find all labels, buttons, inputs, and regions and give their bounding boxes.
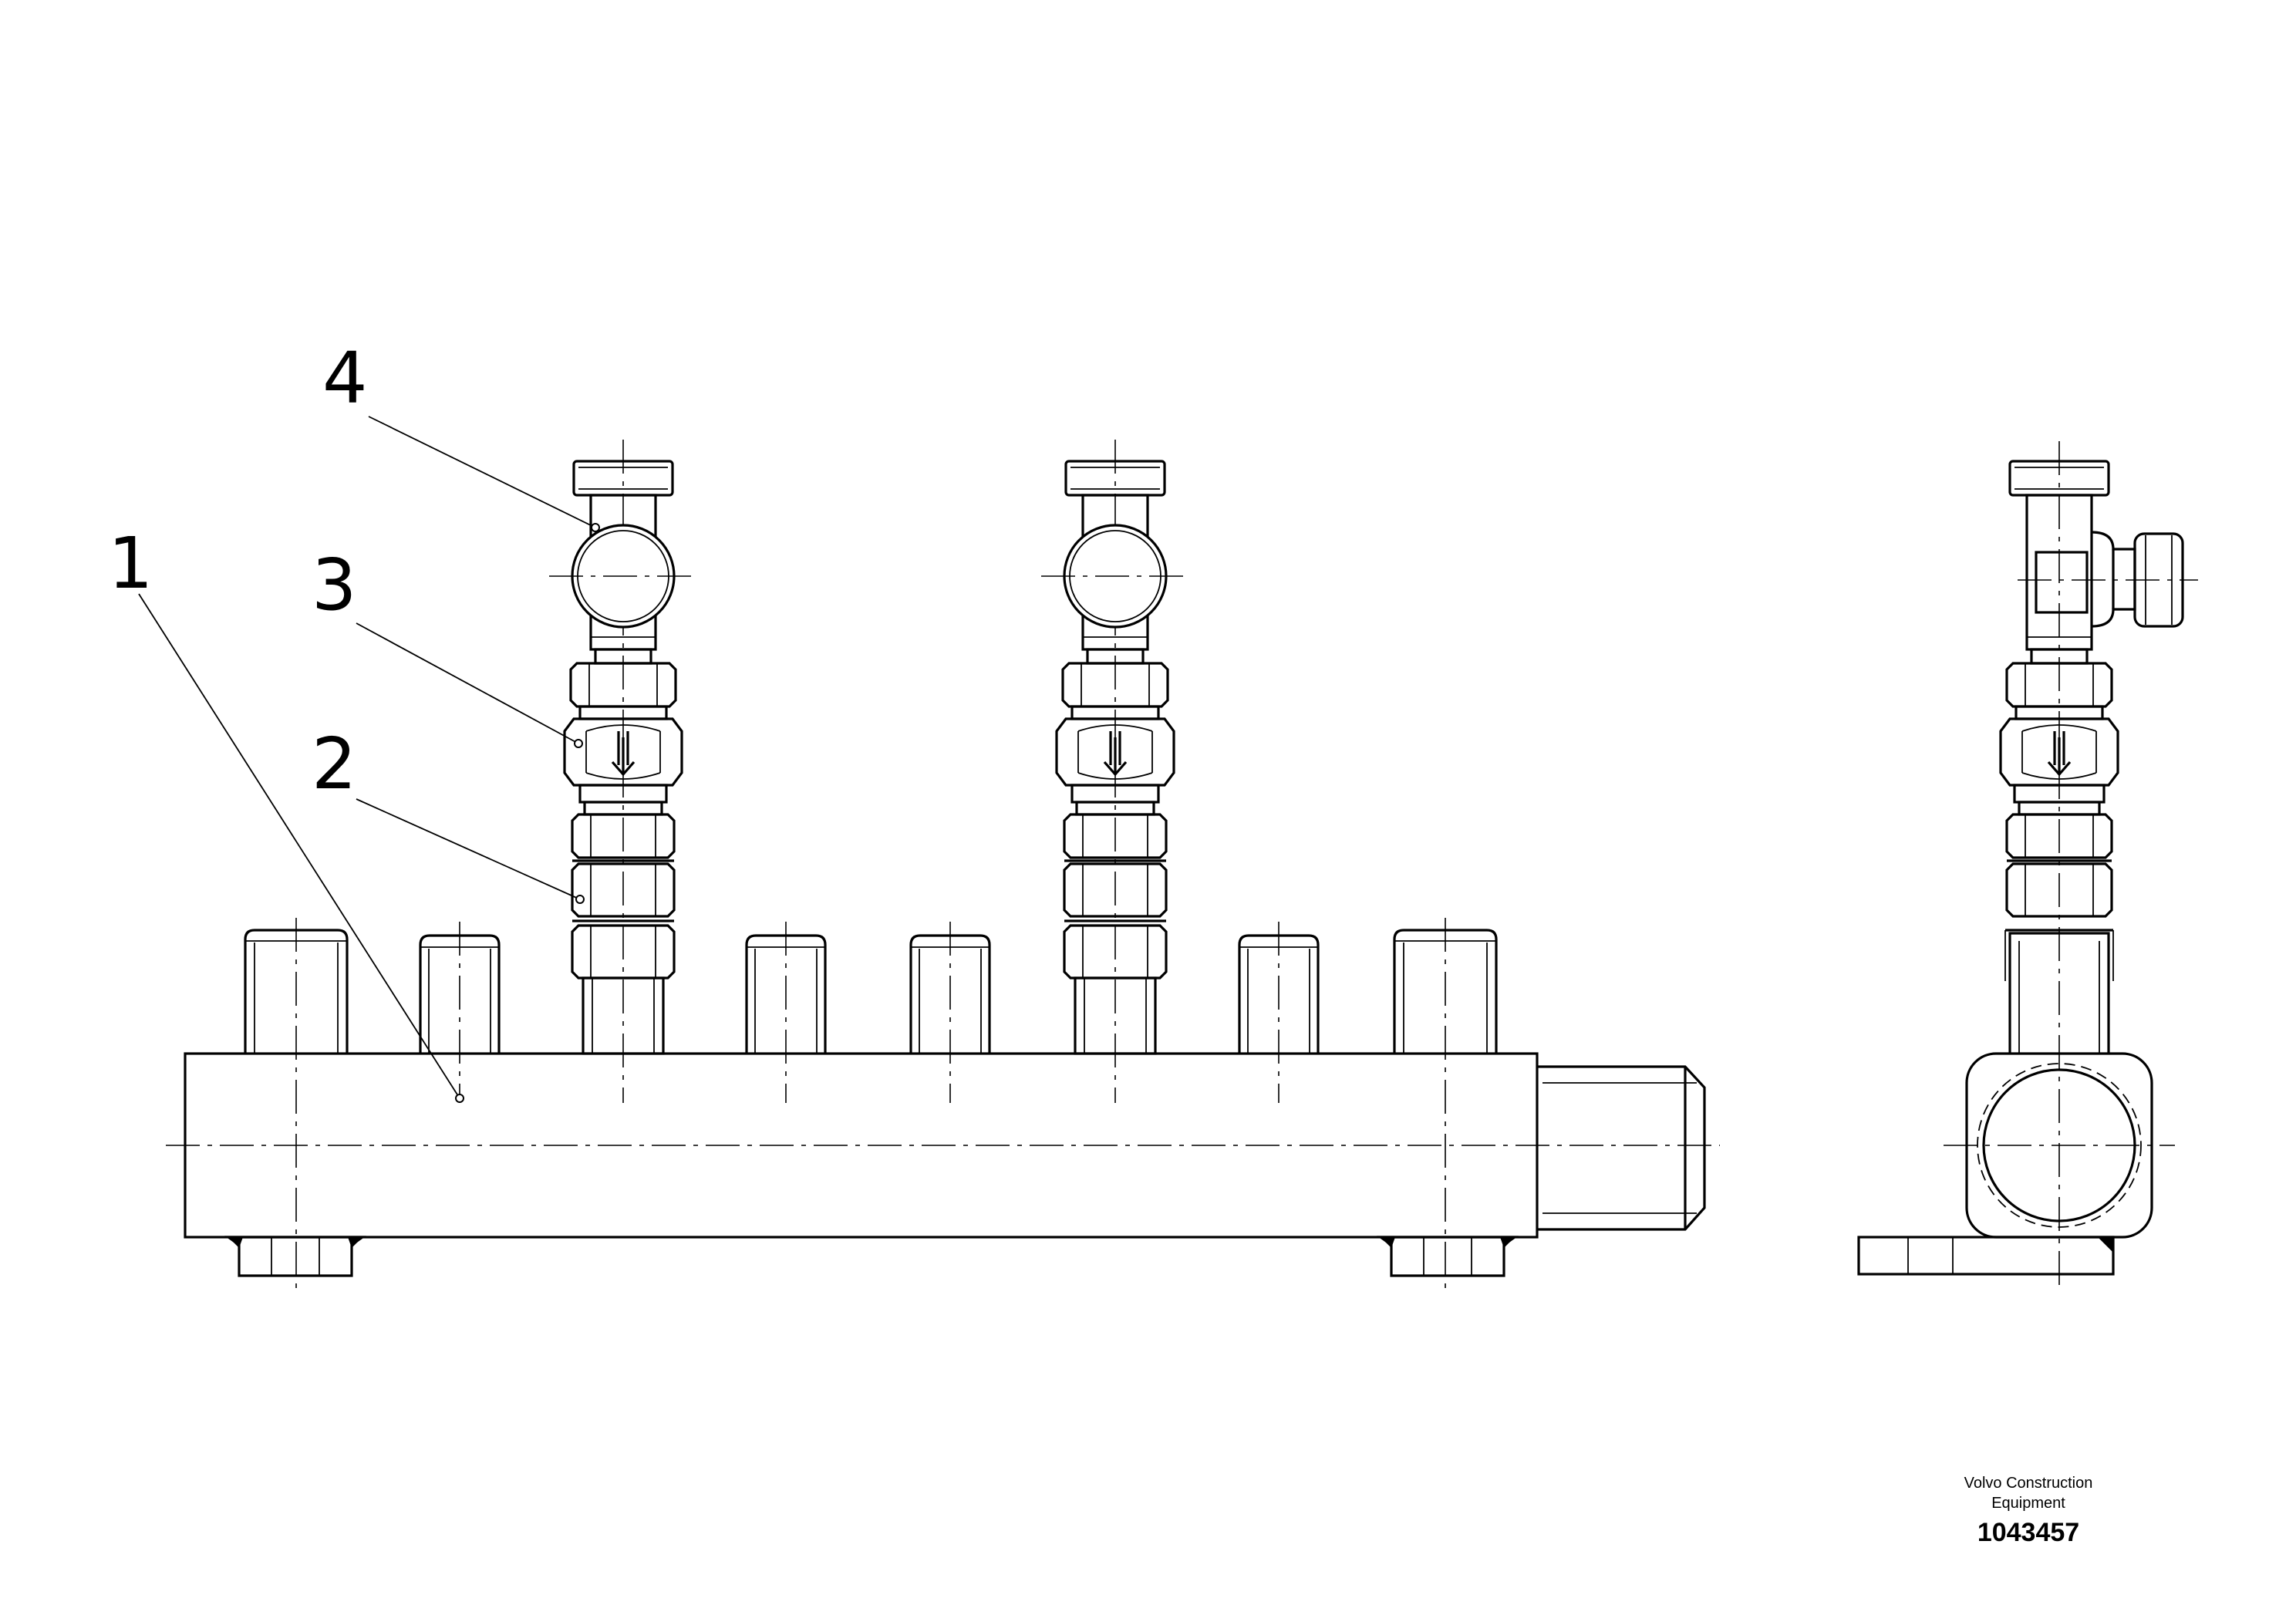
callout-3-label: 3: [312, 544, 357, 626]
callout-3-leader: [356, 622, 579, 744]
callout-4-label: 4: [322, 337, 368, 420]
callout-1-label: 1: [108, 522, 153, 605]
callout-1-dot: [455, 1094, 464, 1103]
mounting-foot-left: [224, 1236, 366, 1277]
callout-2-leader: [356, 798, 581, 900]
callouts: 1 2 3 4: [108, 337, 600, 1103]
side-view: [1857, 441, 2198, 1288]
callout-4-dot: [591, 523, 600, 532]
vertical-centerlines: [295, 440, 1446, 1288]
valve-stack-left: [549, 460, 697, 1055]
publisher-label: Volvo Construction Equipment: [1964, 1475, 2093, 1512]
front-view: [166, 440, 1720, 1288]
valve-stack-right: [1041, 460, 1189, 1055]
callout-2-dot: [575, 895, 585, 904]
part-number: 1043457: [1977, 1518, 2080, 1547]
callout-4-leader: [368, 416, 596, 528]
callout-2-label: 2: [312, 723, 357, 805]
mounting-foot-right: [1377, 1236, 1519, 1277]
end-fitting: [1537, 1065, 1706, 1231]
side-block: [1965, 1052, 2153, 1239]
callout-3-dot: [574, 739, 583, 748]
callout-1-leader: [138, 593, 460, 1099]
side-base-plate: [1857, 1236, 2115, 1276]
